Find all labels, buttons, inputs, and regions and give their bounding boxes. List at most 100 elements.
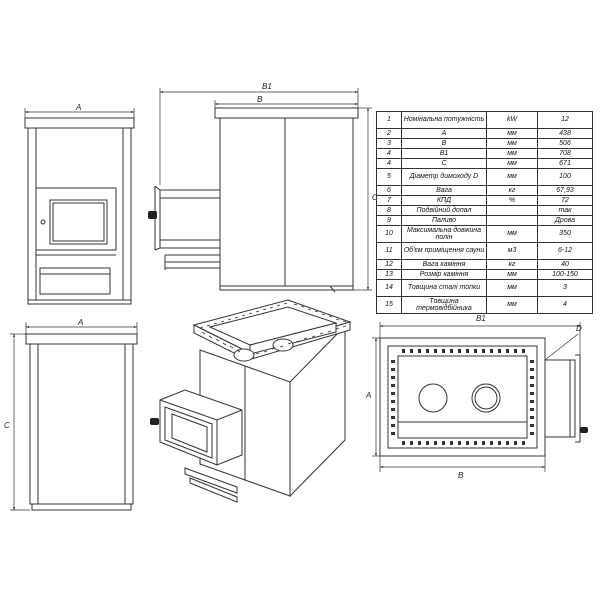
table-cell-val: 67,93 bbox=[537, 185, 593, 196]
table-cell-val: 506 bbox=[537, 138, 593, 149]
front-width-dimension bbox=[24, 108, 135, 118]
top-view bbox=[379, 337, 581, 457]
top-total-label: B1 bbox=[476, 314, 486, 323]
top-rim-pattern bbox=[391, 349, 534, 445]
table-cell-unit: kW bbox=[486, 111, 538, 129]
table-cell-num: 5 bbox=[376, 168, 402, 186]
table-cell-param: C bbox=[401, 158, 487, 169]
side-height-label: C bbox=[372, 193, 378, 202]
table-cell-num: 13 bbox=[376, 269, 402, 280]
rear-height-label: C bbox=[4, 421, 10, 430]
table-cell-num: 14 bbox=[376, 279, 402, 297]
table-cell-num: 4 bbox=[376, 158, 402, 169]
table-cell-val: 350 bbox=[537, 225, 593, 243]
table-cell-param: Розмір каміння bbox=[401, 269, 487, 280]
table-cell-val: 708 bbox=[537, 148, 593, 159]
table-cell-param: Товщина термовідбійника bbox=[401, 296, 487, 314]
table-cell-num: 10 bbox=[376, 225, 402, 243]
side-body-label: B bbox=[257, 95, 263, 104]
table-cell-val: Дрова bbox=[537, 215, 593, 226]
table-cell-unit: мм bbox=[486, 296, 538, 314]
table-cell-num: 3 bbox=[376, 138, 402, 149]
table-cell-unit: кг bbox=[486, 185, 538, 196]
table-cell-unit: м3 bbox=[486, 242, 538, 260]
table-cell-param: B1 bbox=[401, 148, 487, 159]
table-cell-unit: мм bbox=[486, 279, 538, 297]
table-cell-val: 438 bbox=[537, 128, 593, 139]
table-cell-val: 3 bbox=[537, 279, 593, 297]
table-cell-val: 100-150 bbox=[537, 269, 593, 280]
side-dimensions bbox=[159, 88, 372, 291]
isometric-handle-icon bbox=[150, 418, 159, 425]
table-cell-num: 15 bbox=[376, 296, 402, 314]
table-cell-num: 9 bbox=[376, 215, 402, 226]
table-cell-unit: мм bbox=[486, 128, 538, 139]
table-cell-param: Вага bbox=[401, 185, 487, 196]
side-handle-icon bbox=[148, 211, 157, 219]
table-cell-num: 2 bbox=[376, 128, 402, 139]
table-cell-num: 7 bbox=[376, 195, 402, 206]
table-cell-val: 671 bbox=[537, 158, 593, 169]
table-cell-param: Діаметр димоходу D bbox=[401, 168, 487, 186]
table-cell-val: так bbox=[537, 205, 593, 216]
table-cell-param: Об'єм приміщення сауни bbox=[401, 242, 487, 260]
table-cell-param: Паливо bbox=[401, 215, 487, 226]
table-cell-num: 4 bbox=[376, 148, 402, 159]
top-handle-icon bbox=[580, 427, 588, 433]
table-cell-num: 6 bbox=[376, 185, 402, 196]
table-cell-param: Товщина сталі топки bbox=[401, 279, 487, 297]
table-cell-param: Подвійний допал bbox=[401, 205, 487, 216]
table-cell-val: 6-12 bbox=[537, 242, 593, 260]
table-cell-num: 1 bbox=[376, 111, 402, 129]
table-cell-val: 72 bbox=[537, 195, 593, 206]
table-cell-unit: мм bbox=[486, 148, 538, 159]
table-cell-unit: кг bbox=[486, 259, 538, 270]
front-width-label: A bbox=[75, 103, 81, 112]
table-cell-unit: мм bbox=[486, 138, 538, 149]
front-view bbox=[24, 117, 135, 305]
top-depth-label: A bbox=[365, 391, 371, 400]
table-cell-val: 12 bbox=[537, 111, 593, 129]
rear-dimensions bbox=[10, 322, 138, 511]
table-cell-param: КПД bbox=[401, 195, 487, 206]
table-cell-num: 8 bbox=[376, 205, 402, 216]
top-flue-label: D bbox=[576, 324, 582, 333]
table-cell-val: 40 bbox=[537, 259, 593, 270]
side-view bbox=[154, 107, 359, 293]
table-cell-unit bbox=[486, 205, 538, 216]
top-body-label: B bbox=[458, 471, 464, 480]
table-cell-val: 100 bbox=[537, 168, 593, 186]
table-cell-unit: мм bbox=[486, 225, 538, 243]
rear-width-label: A bbox=[77, 318, 83, 327]
table-cell-num: 11 bbox=[376, 242, 402, 260]
table-cell-unit: % bbox=[486, 195, 538, 206]
table-cell-param: Максимальна довжина полін bbox=[401, 225, 487, 243]
table-cell-param: Номінальна потужність bbox=[401, 111, 487, 129]
table-cell-unit: мм bbox=[486, 269, 538, 280]
table-cell-unit: мм bbox=[486, 168, 538, 186]
table-cell-unit: мм bbox=[486, 158, 538, 169]
isometric-rim-pattern bbox=[199, 302, 347, 355]
isometric-view bbox=[159, 299, 352, 503]
table-cell-param: A bbox=[401, 128, 487, 139]
table-cell-num: 12 bbox=[376, 259, 402, 270]
table-cell-val: 4 bbox=[537, 296, 593, 314]
top-dimensions bbox=[372, 322, 581, 472]
table-cell-param: B bbox=[401, 138, 487, 149]
